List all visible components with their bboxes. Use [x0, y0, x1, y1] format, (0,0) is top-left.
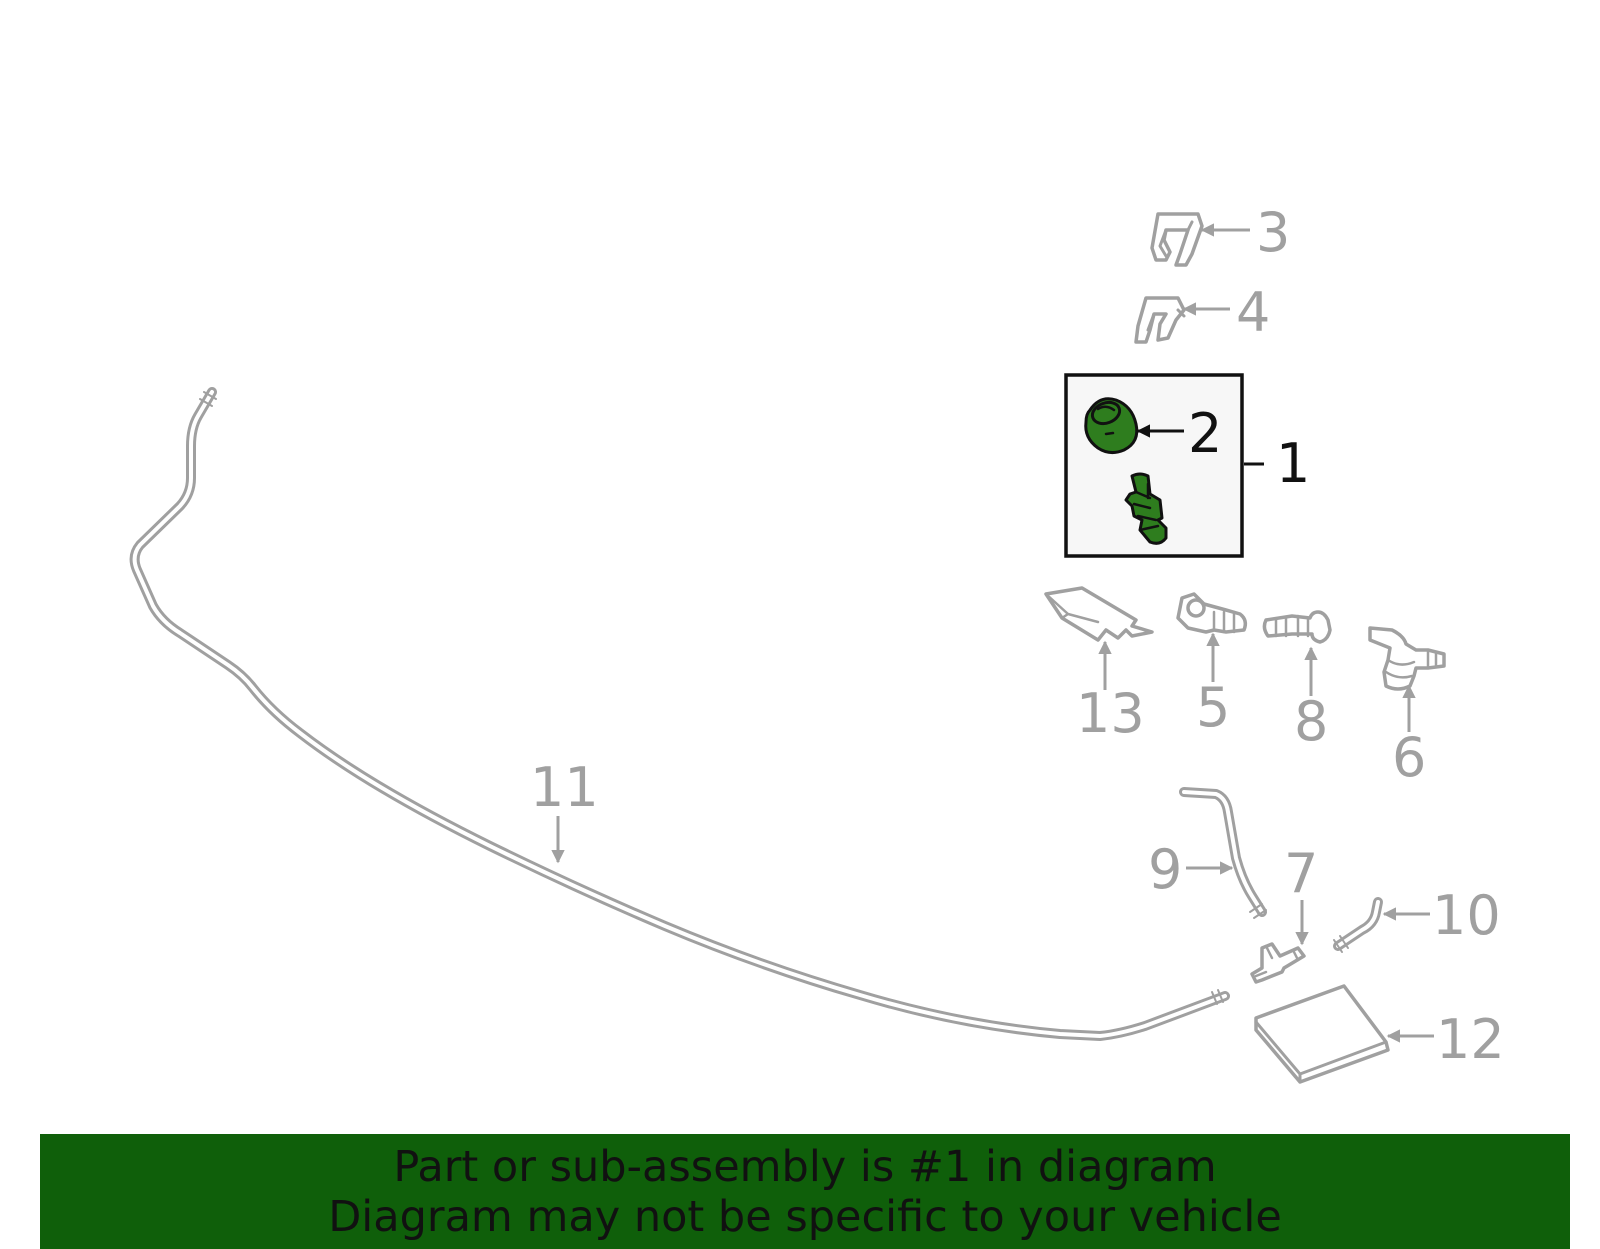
callout-8: 8: [1294, 690, 1328, 753]
callout-7: 7: [1284, 842, 1318, 905]
banner-line-1: Part or sub-assembly is #1 in diagram: [393, 1141, 1217, 1192]
callout-3: 3: [1256, 201, 1290, 264]
callout-6: 6: [1392, 726, 1426, 789]
part-3-clip: [1150, 212, 1204, 267]
part-1-nozzle-assembly: [1064, 373, 1244, 558]
part-7-tee: [1250, 942, 1306, 984]
part-6-elbow: [1368, 626, 1446, 691]
callout-12: 12: [1436, 1008, 1505, 1071]
part-10-hose: [1333, 897, 1383, 953]
part-5-connector: [1176, 592, 1248, 634]
part-11-washer-hose: [129, 387, 1230, 1041]
banner-line-2: Diagram may not be specific to your vehi…: [328, 1191, 1282, 1242]
nozzle-body: [1124, 472, 1168, 545]
part-13-bracket: [1044, 586, 1154, 642]
callout-9: 9: [1148, 838, 1182, 901]
leader-lines: [551, 223, 1434, 1043]
callout-labels: 3 4 2 1 13 5 8 6 11 9 7 10 12: [530, 201, 1505, 1071]
part-9-hose: [1179, 787, 1267, 919]
callout-5: 5: [1196, 676, 1230, 739]
part-4-clip: [1134, 296, 1186, 344]
part-2-cap: [1084, 397, 1139, 455]
info-banner: Part or sub-assembly is #1 in diagram Di…: [40, 1134, 1570, 1249]
callout-13: 13: [1076, 682, 1145, 745]
callout-10: 10: [1432, 884, 1501, 947]
part-12-pad: [1254, 984, 1390, 1084]
callout-1: 1: [1276, 432, 1310, 495]
part-8-connector: [1262, 610, 1332, 644]
callout-2: 2: [1188, 402, 1222, 465]
callout-11: 11: [530, 756, 599, 819]
callout-4: 4: [1236, 281, 1270, 344]
